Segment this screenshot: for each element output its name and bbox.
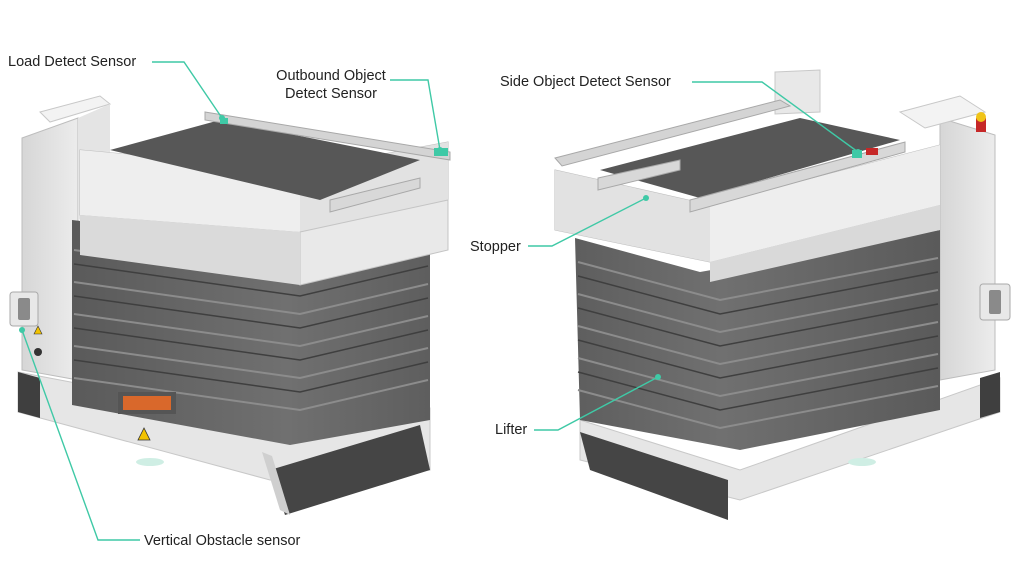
right-lift-band bbox=[710, 205, 940, 282]
right-deck bbox=[600, 118, 900, 198]
left-robot bbox=[9, 95, 451, 515]
right-tower-cap bbox=[898, 95, 987, 129]
label-outbound-line2: Detect Sensor bbox=[285, 86, 377, 102]
right-bumper bbox=[580, 432, 728, 520]
callout-load-detect bbox=[152, 61, 223, 119]
left-stopper bbox=[329, 177, 421, 213]
right-estop-cap bbox=[976, 112, 986, 122]
label-stopper: Stopper bbox=[470, 239, 521, 255]
right-rail-side bbox=[689, 141, 906, 213]
right-wheel bbox=[848, 458, 876, 466]
right-rear-post bbox=[774, 69, 821, 115]
right-panel-latch bbox=[989, 290, 1001, 314]
callout-lifter bbox=[534, 376, 659, 431]
right-base-edge bbox=[980, 372, 1000, 418]
left-sensor-dot bbox=[34, 348, 42, 356]
callout-side-object-dot bbox=[855, 149, 861, 155]
emergency-stop-icon bbox=[976, 118, 986, 132]
label-vertical-obstacle-sensor: Vertical Obstacle sensor bbox=[144, 533, 301, 549]
left-load-sensor bbox=[220, 118, 228, 124]
warning-icon bbox=[33, 325, 43, 335]
callout-stopper-dot bbox=[643, 195, 649, 201]
left-base-edge bbox=[18, 372, 40, 418]
callout-vertical-obstacle-dot bbox=[19, 327, 25, 333]
right-lift-side bbox=[710, 145, 940, 262]
right-side-tower bbox=[939, 117, 996, 381]
right-stopper bbox=[597, 159, 681, 191]
callout-vertical-obstacle bbox=[21, 329, 140, 541]
right-lift-front bbox=[555, 170, 710, 262]
callout-load-detect-dot bbox=[219, 115, 225, 121]
callout-side-object bbox=[692, 81, 859, 153]
label-side-object-detect-sensor: Side Object Detect Sensor bbox=[500, 74, 671, 90]
left-warning-label bbox=[123, 396, 171, 410]
left-wheel bbox=[136, 458, 164, 466]
left-hazard-icon bbox=[137, 427, 151, 441]
label-load-detect-sensor: Load Detect Sensor bbox=[8, 54, 137, 70]
left-panel-latch bbox=[18, 298, 30, 320]
label-outbound-object-detect-sensor: Outbound Object Detect Sensor bbox=[268, 67, 394, 103]
callout-stopper bbox=[528, 197, 647, 247]
left-deck bbox=[110, 120, 420, 200]
label-lifter: Lifter bbox=[495, 422, 528, 438]
left-bumper-side bbox=[262, 452, 290, 515]
callout-outbound bbox=[390, 79, 441, 151]
label-outbound-line1: Outbound Object bbox=[276, 68, 386, 84]
right-bellows-folds bbox=[577, 257, 939, 430]
left-rail-top bbox=[204, 111, 451, 161]
left-lift-band-side bbox=[80, 215, 300, 285]
right-robot bbox=[554, 69, 1011, 520]
left-bumper bbox=[270, 425, 430, 515]
callout-outbound-dot bbox=[437, 147, 443, 153]
callout-lifter-dot bbox=[655, 374, 661, 380]
right-indicator bbox=[866, 148, 878, 155]
callout-lines bbox=[19, 61, 861, 541]
right-rail-top bbox=[554, 99, 792, 167]
left-side-tower bbox=[21, 117, 79, 381]
